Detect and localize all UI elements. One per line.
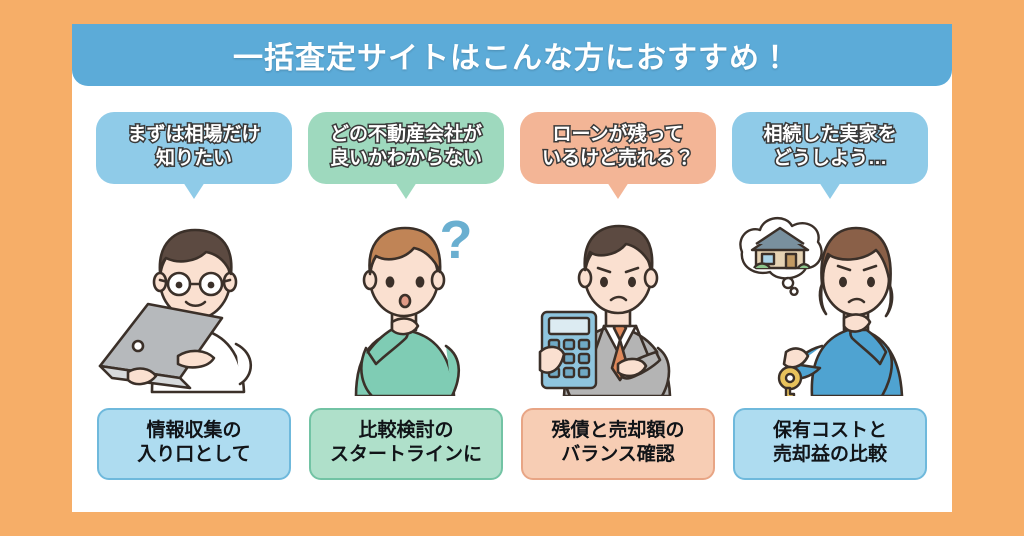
caption-line: 入り口として xyxy=(137,444,251,466)
bubble-tail-icon xyxy=(183,181,205,199)
column-inherited-house: 相続した実家を どうしよう… xyxy=(730,86,930,512)
caption-box-1: 情報収集の 入り口として xyxy=(97,407,291,480)
caption-line: 売却益の比較 xyxy=(772,444,887,466)
page-title: 一括査定サイトはこんな方におすすめ！ xyxy=(233,42,791,75)
bubble-tail-icon xyxy=(607,181,629,199)
speech-bubble-wrap-4: 相続した実家を どうしよう… xyxy=(730,112,930,199)
bubble-tail-icon xyxy=(395,181,417,199)
column-market-price: まずは相場だけ 知りたい xyxy=(94,86,294,512)
bubble-line: どの不動産会社が xyxy=(328,122,483,146)
speech-bubble-2: どの不動産会社が 良いかわからない xyxy=(308,112,504,199)
title-banner: 一括査定サイトはこんな方におすすめ！ xyxy=(72,24,952,86)
question-mark-icon: ? xyxy=(440,210,473,270)
infographic-card: 一括査定サイトはこんな方におすすめ！ まずは相場だけ 知りたい xyxy=(72,24,952,512)
speech-bubble-wrap-2: どの不動産会社が 良いかわからない xyxy=(306,112,506,199)
caption-line: 保有コストと xyxy=(772,419,887,441)
columns-container: まずは相場だけ 知りたい xyxy=(72,86,952,512)
businessman-with-calculator-illustration xyxy=(518,206,718,396)
caption-line: 情報収集の xyxy=(146,419,242,441)
bubble-line: ローンが残って xyxy=(551,122,685,146)
speech-bubble-3: ローンが残って いるけど売れる？ xyxy=(520,112,716,199)
caption-box-2: 比較検討の スタートラインに xyxy=(309,407,503,480)
bubble-tail-icon xyxy=(819,181,841,199)
man-with-laptop-illustration xyxy=(94,206,294,396)
bubble-line: どうしよう… xyxy=(771,147,888,171)
bubble-line: 相続した実家を xyxy=(762,122,898,146)
speech-bubble-wrap-3: ローンが残って いるけど売れる？ xyxy=(518,112,718,199)
caption-line: 残債と売却額の xyxy=(551,419,685,441)
speech-bubble-1: まずは相場だけ 知りたい xyxy=(96,112,292,199)
bubble-line: 良いかわからない xyxy=(328,147,483,171)
caption-line: 比較検討の xyxy=(358,419,454,441)
caption-line: バランス確認 xyxy=(561,444,675,466)
speech-bubble-4: 相続した実家を どうしよう… xyxy=(732,112,928,199)
caption-line: スタートラインに xyxy=(329,444,482,466)
caption-box-3: 残債と売却額の バランス確認 xyxy=(521,407,715,480)
svg-text:?: ? xyxy=(440,210,473,270)
caption-box-4: 保有コストと 売却益の比較 xyxy=(733,407,927,480)
woman-with-key-illustration xyxy=(730,206,930,396)
column-which-company: どの不動産会社が 良いかわからない ? xyxy=(306,86,506,512)
speech-bubble-wrap-1: まずは相場だけ 知りたい xyxy=(94,112,294,199)
bubble-line: いるけど売れる？ xyxy=(540,147,695,171)
bubble-line: まずは相場だけ xyxy=(126,122,262,146)
bubble-line: 知りたい xyxy=(154,147,233,171)
house-thought-bubble-icon xyxy=(739,216,823,296)
key-icon xyxy=(777,365,803,396)
column-remaining-loan: ローンが残って いるけど売れる？ xyxy=(518,86,718,512)
man-thinking-illustration: ? xyxy=(306,206,506,396)
